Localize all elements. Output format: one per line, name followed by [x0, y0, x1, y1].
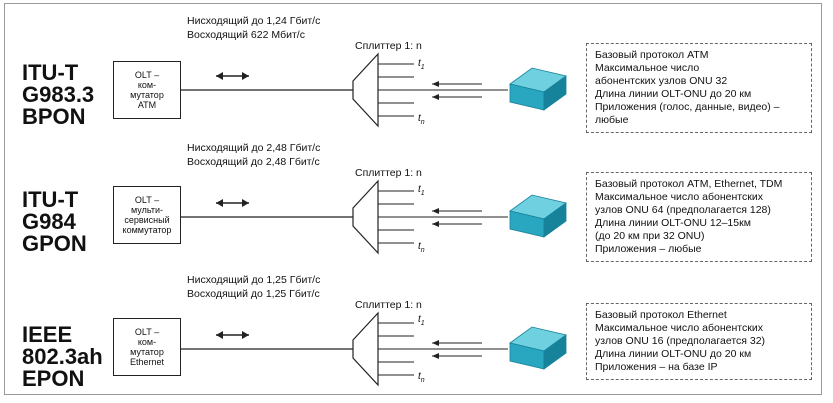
info-line: Базовый протокол Ethernet — [595, 309, 727, 321]
olt-line: сервисный — [124, 215, 170, 225]
upstream-speed: Восходящий 622 Мбит/с — [187, 29, 305, 41]
arrow-head-right — [242, 72, 249, 80]
info-line: Базовый протокол ATM — [595, 49, 709, 61]
standard-name: GPON — [22, 231, 87, 256]
info-box: Базовый протокол Ethernet Максимальное ч… — [586, 303, 812, 380]
upstream-speed: Восходящий до 2,48 Гбит/с — [187, 156, 320, 168]
info-line: Базовый протокол ATM, Ethernet, TDM — [595, 178, 783, 190]
olt-line: OLT – — [134, 327, 160, 337]
olt-line: OLT – — [134, 70, 160, 80]
olt-line: коммутатор — [122, 225, 172, 235]
info-line: абонентских узлов ONU 32 — [595, 75, 728, 87]
arrow-head-left — [216, 72, 223, 80]
olt-line: OLT – — [134, 195, 160, 205]
info-line: Максимальное число — [595, 62, 700, 74]
info-line: Длина линии OLT-ONU до 20 км — [595, 88, 752, 100]
arrow-head — [432, 208, 439, 214]
info-line: Длина линии OLT-ONU 12–15км — [595, 217, 751, 229]
upstream-speed: Восходящий до 1,25 Гбит/с — [187, 288, 320, 300]
olt-box: OLT – ком- мутатор Ethernet — [113, 318, 181, 376]
speed-labels: Нисходящий до 1,25 Гбит/с Восходящий до … — [187, 273, 320, 301]
downstream-speed: Нисходящий до 1,24 Гбит/с — [187, 15, 321, 27]
tap-label-last: tn — [418, 241, 425, 254]
tap-label-last: tn — [418, 371, 425, 384]
info-line: Длина линии OLT-ONU до 20 км — [595, 348, 752, 360]
splitter-label: Сплиттер 1: n — [355, 299, 422, 311]
info-line: Максимальное число абонентских — [595, 322, 763, 334]
standard-name: BPON — [22, 104, 86, 129]
standard-number: G983.3 — [22, 82, 95, 107]
diagram-frame — [4, 3, 822, 395]
standard-org: ITU-T — [22, 187, 79, 212]
info-box: Базовый протокол ATM Максимальное число … — [586, 43, 812, 133]
info-line: любые — [595, 114, 629, 126]
olt-line: ком- — [137, 337, 157, 347]
tap-label-first: t1 — [418, 58, 425, 71]
splitter-label: Сплиттер 1: n — [355, 167, 422, 179]
arrow-head — [432, 94, 439, 100]
standard-number: G984 — [22, 209, 76, 234]
speed-labels: Нисходящий до 2,48 Гбит/с Восходящий до … — [187, 141, 320, 169]
olt-line: Ethernet — [129, 357, 165, 367]
arrow-head — [432, 221, 439, 227]
olt-line: ATM — [137, 100, 157, 110]
info-line: Максимальное число абонентских — [595, 191, 763, 203]
arrow-head-right — [242, 331, 249, 339]
olt-line: ком- — [137, 80, 157, 90]
standard-org: ITU-T — [22, 60, 79, 85]
olt-box: OLT – мульти- сервисный коммутатор — [113, 186, 181, 244]
downstream-speed: Нисходящий до 2,48 Гбит/с — [187, 142, 321, 154]
tap-label-first: t1 — [418, 314, 425, 327]
info-line: узлов ONU 16 (предполагается 32) — [595, 335, 766, 347]
onu-side-icon — [543, 75, 567, 111]
onu-side-icon — [543, 334, 567, 370]
info-line: (до 20 км при 32 ONU) — [595, 230, 705, 242]
info-line: Приложения – на базе IP — [595, 361, 718, 373]
info-line: узлов ONU 64 (предполагается 128) — [595, 204, 771, 216]
splitter-shape — [352, 52, 379, 128]
standard-label: ITU-T G984 GPON — [22, 189, 87, 255]
arrow-head — [432, 353, 439, 359]
tap-label-first: t1 — [418, 184, 425, 197]
arrow-head — [432, 340, 439, 346]
standard-label: ITU-T G983.3 BPON — [22, 62, 94, 128]
onu-side-icon — [543, 202, 567, 238]
standard-name: EPON — [22, 366, 85, 391]
info-line: Приложения (голос, данные, видео) – — [595, 101, 780, 113]
standard-label: IEEE 802.3ah EPON — [22, 324, 103, 390]
info-line: Приложения – любые — [595, 243, 702, 255]
olt-line: мутатор — [130, 90, 164, 100]
arrow-head-right — [242, 199, 249, 207]
splitter-label: Сплиттер 1: n — [355, 40, 422, 52]
arrow-head — [432, 81, 439, 87]
standard-org: IEEE — [22, 322, 73, 347]
arrow-head-left — [216, 199, 223, 207]
splitter-shape — [352, 311, 379, 387]
downstream-speed: Нисходящий до 1,25 Гбит/с — [187, 274, 321, 286]
olt-box: OLT – ком- мутатор ATM — [113, 61, 181, 119]
tap-label-last: tn — [418, 113, 425, 126]
speed-labels: Нисходящий до 1,24 Гбит/с Восходящий 622… — [187, 14, 320, 42]
olt-line: мутатор — [130, 347, 164, 357]
olt-line: мульти- — [131, 205, 163, 215]
info-box: Базовый протокол ATM, Ethernet, TDM Макс… — [586, 172, 812, 262]
standard-number: 802.3ah — [22, 344, 103, 369]
arrow-head-left — [216, 331, 223, 339]
splitter-shape — [352, 179, 379, 255]
